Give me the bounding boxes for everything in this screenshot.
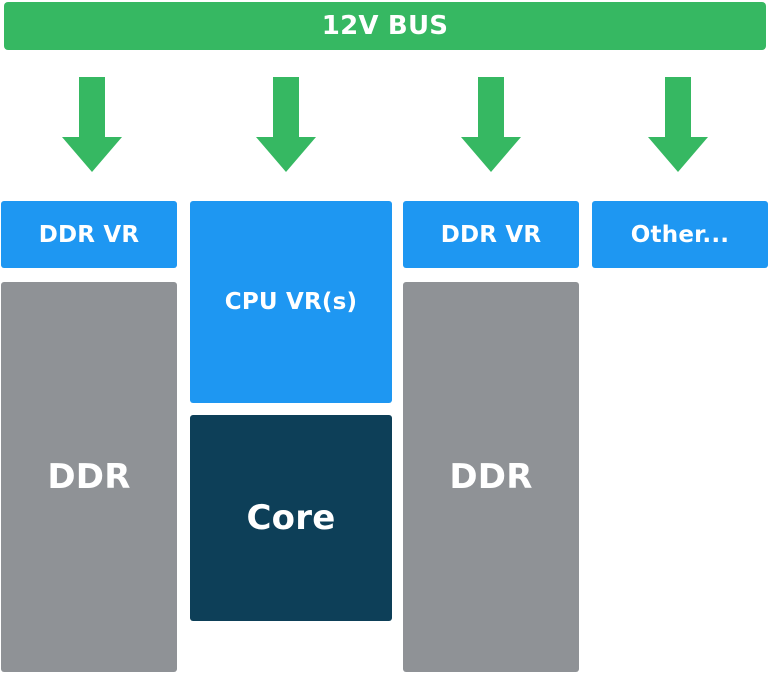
cpu-vr-box: CPU VR(s) [190, 201, 392, 403]
core-label: Core [246, 498, 336, 538]
ddr-left-box: DDR [1, 282, 177, 672]
other-vr-label: Other... [630, 221, 730, 248]
other-vr-box: Other... [592, 201, 768, 268]
cpu-vr-label: CPU VR(s) [224, 289, 358, 315]
ddr-vr-right-box: DDR VR [403, 201, 579, 268]
core-box: Core [190, 415, 392, 621]
ddr-right-box: DDR [403, 282, 579, 672]
ddr-vr-left-box: DDR VR [1, 201, 177, 268]
12v-bus-label: 12V BUS [321, 11, 449, 41]
ddr-vr-right-label: DDR VR [440, 221, 542, 248]
ddr-right-label: DDR [449, 457, 533, 497]
ddr-vr-left-label: DDR VR [38, 221, 140, 248]
arrow-down-icon [256, 77, 316, 172]
12v-bus-bar: 12V BUS [4, 2, 766, 50]
arrow-down-icon [62, 77, 122, 172]
arrow-down-icon [461, 77, 521, 172]
ddr-left-label: DDR [47, 457, 131, 497]
arrow-down-icon [648, 77, 708, 172]
